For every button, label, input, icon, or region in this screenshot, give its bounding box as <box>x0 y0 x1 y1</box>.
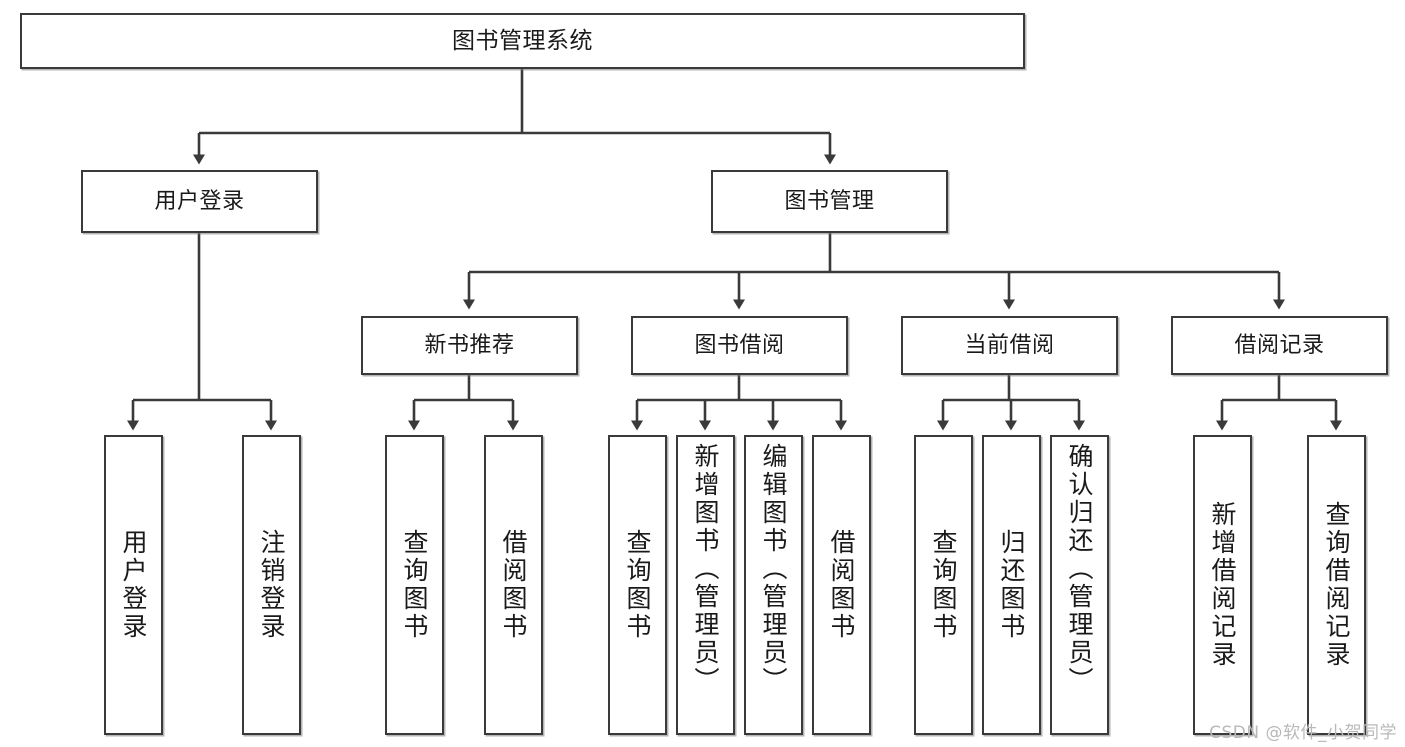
node-label: 确认归还（管理员） <box>1065 443 1094 695</box>
leaf-borrow-record-add-record[interactable]: 新增借阅记录 <box>1193 435 1252 735</box>
watermark-text: CSDN @软件_小贺同学 <box>1209 723 1397 743</box>
node-label: 图书借阅 <box>694 332 785 358</box>
node-label: 借阅图书 <box>827 529 856 641</box>
node-label: 新增图书（管理员） <box>691 443 720 695</box>
node-label: 借阅图书 <box>499 529 528 641</box>
node-label: 查询图书 <box>400 529 429 641</box>
node-label: 图书管理系统 <box>452 27 593 54</box>
leaf-book-borrow-edit-book-admin[interactable]: 编辑图书（管理员） <box>744 435 803 735</box>
node-label: 查询图书 <box>929 529 958 641</box>
leaf-user-login-logout[interactable]: 注销登录 <box>242 435 301 735</box>
node-current-borrow[interactable]: 当前借阅 <box>901 316 1118 375</box>
leaf-book-borrow-borrow-book[interactable]: 借阅图书 <box>812 435 871 735</box>
node-label: 借阅记录 <box>1234 332 1325 358</box>
leaf-book-borrow-query-book[interactable]: 查询图书 <box>608 435 667 735</box>
leaf-user-login-login[interactable]: 用户登录 <box>104 435 163 735</box>
node-borrow-record[interactable]: 借阅记录 <box>1171 316 1388 375</box>
node-root-book-management-system[interactable]: 图书管理系统 <box>20 13 1025 69</box>
leaf-new-book-query-book[interactable]: 查询图书 <box>385 435 444 735</box>
node-label: 查询图书 <box>623 529 652 641</box>
node-new-book-recommend[interactable]: 新书推荐 <box>361 316 578 375</box>
node-label: 查询借阅记录 <box>1322 501 1351 669</box>
leaf-book-borrow-add-book-admin[interactable]: 新增图书（管理员） <box>676 435 735 735</box>
node-label: 图书管理 <box>784 188 875 214</box>
node-label: 归还图书 <box>997 529 1026 641</box>
node-label: 用户登录 <box>154 188 245 214</box>
node-book-management[interactable]: 图书管理 <box>711 170 948 233</box>
leaf-new-book-borrow-book[interactable]: 借阅图书 <box>484 435 543 735</box>
node-label: 编辑图书（管理员） <box>759 443 788 695</box>
node-user-login[interactable]: 用户登录 <box>81 170 318 233</box>
leaf-current-borrow-confirm-return-admin[interactable]: 确认归还（管理员） <box>1050 435 1109 735</box>
leaf-current-borrow-query-book[interactable]: 查询图书 <box>914 435 973 735</box>
leaf-current-borrow-return-book[interactable]: 归还图书 <box>982 435 1041 735</box>
node-label: 当前借阅 <box>964 332 1055 358</box>
node-label: 新增借阅记录 <box>1208 501 1237 669</box>
node-book-borrow[interactable]: 图书借阅 <box>631 316 848 375</box>
node-label: 注销登录 <box>257 529 286 641</box>
leaf-borrow-record-query-record[interactable]: 查询借阅记录 <box>1307 435 1366 735</box>
node-label: 用户登录 <box>119 529 148 641</box>
node-label: 新书推荐 <box>424 332 515 358</box>
